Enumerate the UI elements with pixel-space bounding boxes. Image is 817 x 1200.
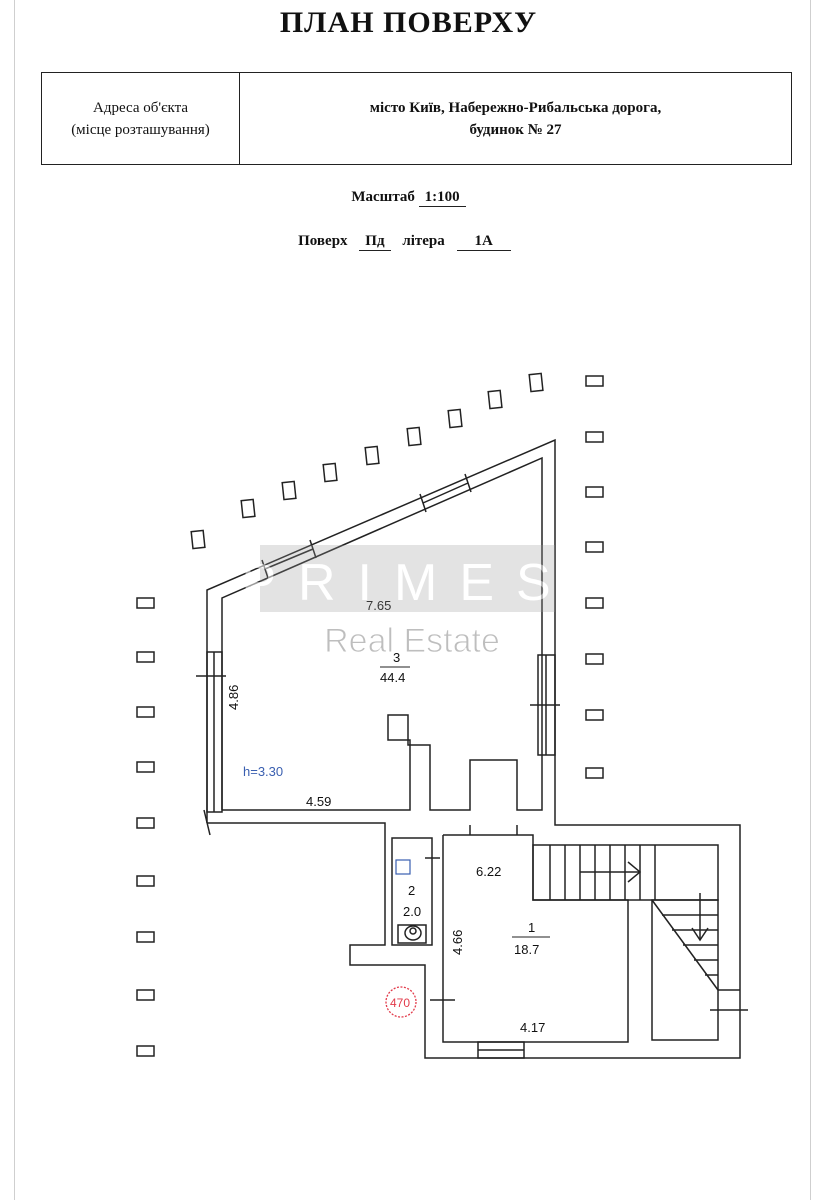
address-value-line1: місто Київ, Набережно-Рибальська дорога, bbox=[369, 99, 662, 116]
watermark-line2: Real Estate bbox=[324, 622, 500, 660]
scale-label: Масштаб bbox=[351, 189, 415, 205]
page-edge-left bbox=[14, 0, 15, 1200]
letter-value: 1А bbox=[456, 232, 511, 251]
dim-room1-bottom: 4.17 bbox=[520, 1020, 545, 1035]
address-value-line2: будинок № 27 bbox=[469, 121, 562, 138]
plan-labels: 7.65 4.86 4.59 3 44.4 h=3.30 2 2.0 6.22 … bbox=[226, 598, 550, 1035]
address-value-cell: місто Київ, Набережно-Рибальська дорога,… bbox=[240, 73, 791, 164]
address-label-line2: (місце розташування) bbox=[71, 121, 210, 138]
scale-row: Масштаб 1:100 bbox=[0, 188, 817, 207]
address-label-line1: Адреса об'єкта bbox=[92, 99, 188, 116]
room-2-walls bbox=[391, 837, 440, 946]
room-2-area: 2.0 bbox=[403, 904, 421, 919]
dim-room3-bottom: 4.59 bbox=[306, 794, 331, 809]
address-table: Адреса об'єкта (місце розташування) міст… bbox=[41, 72, 792, 165]
floor-value: Пд bbox=[359, 232, 391, 251]
column-markers-left bbox=[136, 597, 155, 1057]
room-3-number: 3 bbox=[393, 650, 400, 665]
dim-room1-top: 6.22 bbox=[476, 864, 501, 879]
stamp-number: 470 bbox=[390, 996, 410, 1010]
room-1-area: 18.7 bbox=[514, 942, 539, 957]
floor-label: Поверх bbox=[298, 233, 348, 249]
address-label-cell: Адреса об'єкта (місце розташування) bbox=[42, 73, 240, 164]
room-1-number: 1 bbox=[528, 920, 535, 935]
stamp-circle bbox=[385, 986, 417, 1018]
staircase bbox=[532, 844, 748, 1041]
vent-icon bbox=[395, 859, 411, 875]
ceiling-height: h=3.30 bbox=[243, 764, 283, 779]
scale-value: 1:100 bbox=[418, 188, 466, 207]
column-markers-right bbox=[585, 375, 604, 779]
floor-row: Поверх Пд літера 1А bbox=[0, 232, 817, 251]
document-title: ПЛАН ПОВЕРХУ bbox=[279, 6, 538, 39]
page-edge-right bbox=[810, 0, 811, 1200]
room-3-area: 44.4 bbox=[380, 670, 405, 685]
watermark: PRIMES Real Estate bbox=[241, 545, 572, 661]
watermark-line1: PRIMES bbox=[241, 554, 572, 612]
room-2-number: 2 bbox=[408, 883, 415, 898]
room-3-walls bbox=[196, 438, 741, 1059]
dim-room3-top: 7.65 bbox=[366, 598, 391, 613]
dim-room3-left: 4.86 bbox=[226, 685, 241, 710]
column-markers-diagonal bbox=[190, 372, 544, 550]
letter-label: літера bbox=[402, 233, 445, 249]
dim-room1-left: 4.66 bbox=[450, 930, 465, 955]
